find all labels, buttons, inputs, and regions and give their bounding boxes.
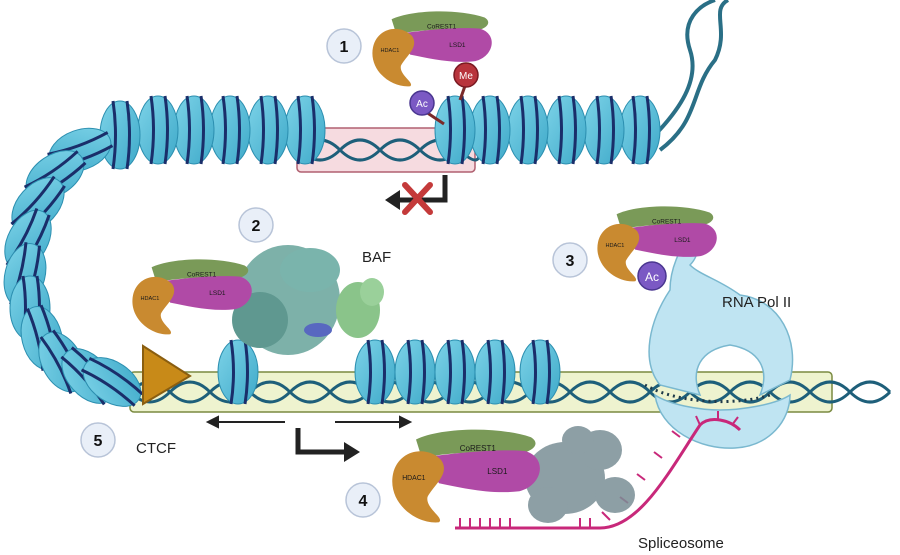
lsd1-subunit (396, 28, 492, 62)
active-transcription-arrow (295, 428, 360, 462)
svg-text:1: 1 (340, 39, 349, 56)
step-badge-5: 5 (80, 422, 116, 458)
nucleosome (434, 339, 476, 405)
nucleosome (619, 95, 661, 165)
hdac1-subunit (372, 28, 415, 87)
nucleosome (137, 95, 179, 165)
svg-text:2: 2 (252, 218, 261, 235)
rna-pol-label: RNA Pol II (722, 294, 791, 311)
step-badge-4: 4 (345, 482, 381, 518)
nucleosome (519, 339, 561, 405)
corest-label: CoREST1 (460, 444, 497, 453)
hdac1-label: HDAC1 (402, 475, 425, 482)
svg-text:4: 4 (359, 493, 368, 510)
nucleosome (469, 95, 511, 165)
lsd1-subunit (621, 223, 717, 257)
nucleosome (209, 95, 251, 165)
nucleosome (507, 95, 549, 165)
hdac1-label: HDAC1 (605, 243, 624, 249)
spliceosome-complex (525, 426, 635, 523)
hdac1-label: HDAC1 (140, 296, 159, 302)
nucleosome (474, 339, 516, 405)
hdac1-subunit (392, 451, 444, 523)
spliceosome-label: Spliceosome (638, 535, 724, 552)
chromatin-fiber (3, 95, 661, 407)
ctcf-label: CTCF (136, 440, 176, 457)
corest-label: CoREST1 (187, 272, 217, 279)
hdac1-label: HDAC1 (380, 48, 399, 54)
nucleosome (99, 100, 141, 170)
acetyl-mark-pol: Ac (637, 261, 667, 291)
boundary-arrows (205, 415, 413, 429)
svg-text:5: 5 (94, 433, 103, 450)
nucleosome (217, 339, 259, 405)
corest-label: CoREST1 (427, 24, 457, 31)
acetyl-label-pol: Ac (645, 270, 659, 284)
nucleosome (80, 356, 144, 407)
lsd1-subunit (421, 450, 540, 493)
lsd1-label: LSD1 (449, 42, 466, 49)
nucleosome (354, 339, 396, 405)
methyl-label: Me (459, 71, 473, 82)
nucleosome (247, 95, 289, 165)
lsd1-label: LSD1 (487, 467, 508, 476)
upper-dna-helix (648, 0, 730, 152)
nucleosome (284, 95, 326, 165)
block-x-icon (402, 182, 433, 215)
svg-text:3: 3 (566, 253, 575, 270)
nucleosome (173, 95, 215, 165)
nucleosome (545, 95, 587, 165)
hdac1-subunit (597, 223, 640, 282)
ctcf-triangle (142, 344, 192, 406)
step-badge-2: 2 (238, 207, 274, 243)
baf-label: BAF (362, 249, 391, 266)
hdac1-subunit (132, 276, 175, 335)
baf-complex (232, 245, 384, 355)
lsd1-label: LSD1 (209, 290, 226, 297)
nucleosome (583, 95, 625, 165)
step-badge-3: 3 (552, 242, 588, 278)
blocked-transcription-arrow (385, 175, 448, 215)
nucleosome (434, 95, 476, 165)
acetyl-label-top: Ac (416, 99, 428, 110)
lsd1-subunit (156, 276, 252, 310)
lsd1-label: LSD1 (674, 237, 691, 244)
nucleosome (394, 339, 436, 405)
corest-label: CoREST1 (652, 219, 682, 226)
step-badge-1: 1 (326, 28, 362, 64)
methyl-mark: Me (453, 62, 479, 101)
acetyl-mark-top: Ac (409, 90, 445, 126)
